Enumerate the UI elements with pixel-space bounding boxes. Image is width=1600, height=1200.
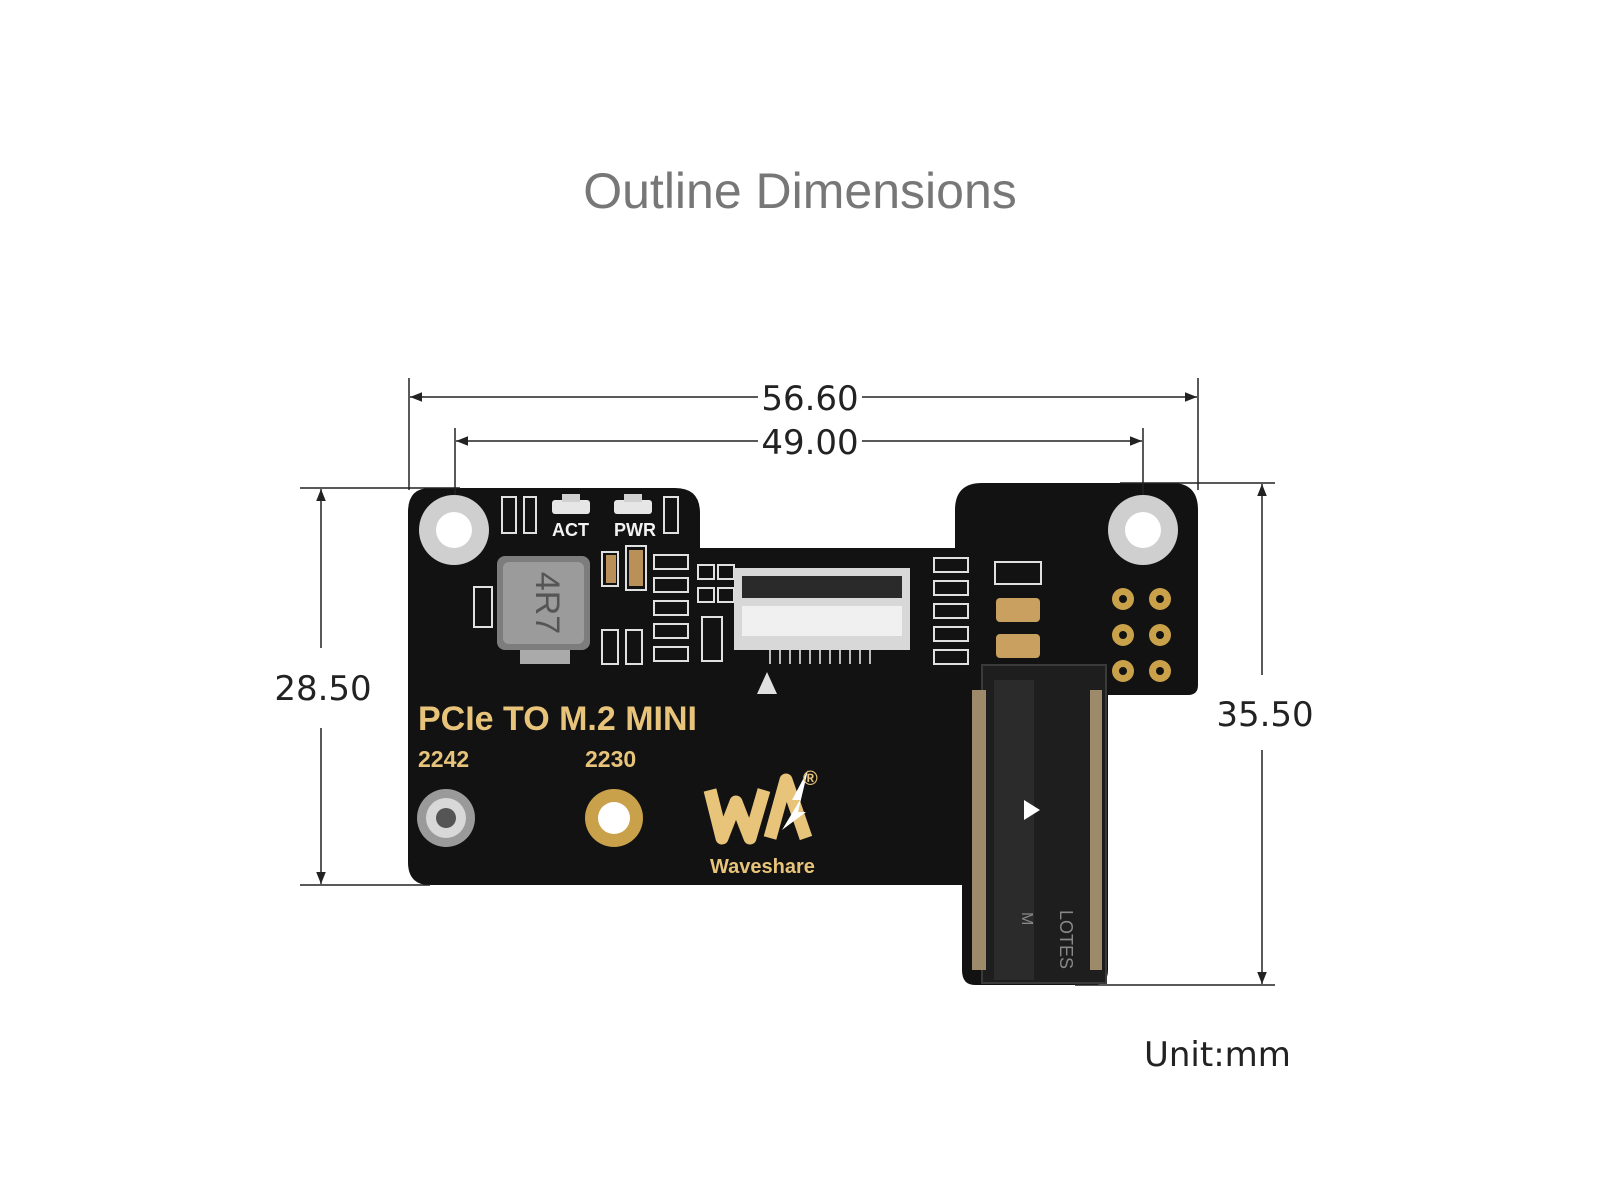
dim-right-height <box>1075 482 1275 986</box>
led-act <box>552 494 590 514</box>
inductor: 4R7 <box>497 556 590 664</box>
capacitors <box>606 550 1040 658</box>
dim-right-height-value: 35.50 <box>1216 695 1313 735</box>
waveshare-logo-icon <box>703 770 813 845</box>
brand-label: Waveshare <box>710 856 815 878</box>
inductor-label: 4R7 <box>528 572 566 634</box>
standoff-2230 <box>585 789 643 847</box>
header-pads <box>1112 588 1171 682</box>
mounting-hole-right <box>1108 495 1178 565</box>
dim-left-height <box>300 487 460 886</box>
m2-socket: LOTES M <box>972 664 1107 984</box>
dim-overall-width <box>408 378 1199 490</box>
unit-label: Unit:mm <box>1144 1035 1291 1075</box>
registered-mark: ® <box>803 768 818 790</box>
dim-hole-spacing <box>454 428 1144 495</box>
led-pwr <box>614 494 652 514</box>
size-2242-label: 2242 <box>418 746 469 772</box>
board-name: PCIe TO M.2 MINI <box>418 700 697 738</box>
smd-components <box>473 496 1042 665</box>
socket-brand: LOTES <box>1056 910 1076 969</box>
mounting-hole-left <box>419 495 489 565</box>
fpc-connector <box>734 568 910 694</box>
socket-key: M <box>1018 912 1035 925</box>
dim-left-height-value: 28.50 <box>274 669 371 709</box>
dim-overall-width-value: 56.60 <box>761 379 858 419</box>
page-title: Outline Dimensions <box>583 163 1017 219</box>
led-act-label: ACT <box>552 520 589 540</box>
size-2230-label: 2230 <box>585 746 636 772</box>
led-pwr-label: PWR <box>614 520 656 540</box>
dim-hole-spacing-value: 49.00 <box>761 423 858 463</box>
standoff-2242 <box>417 789 475 847</box>
